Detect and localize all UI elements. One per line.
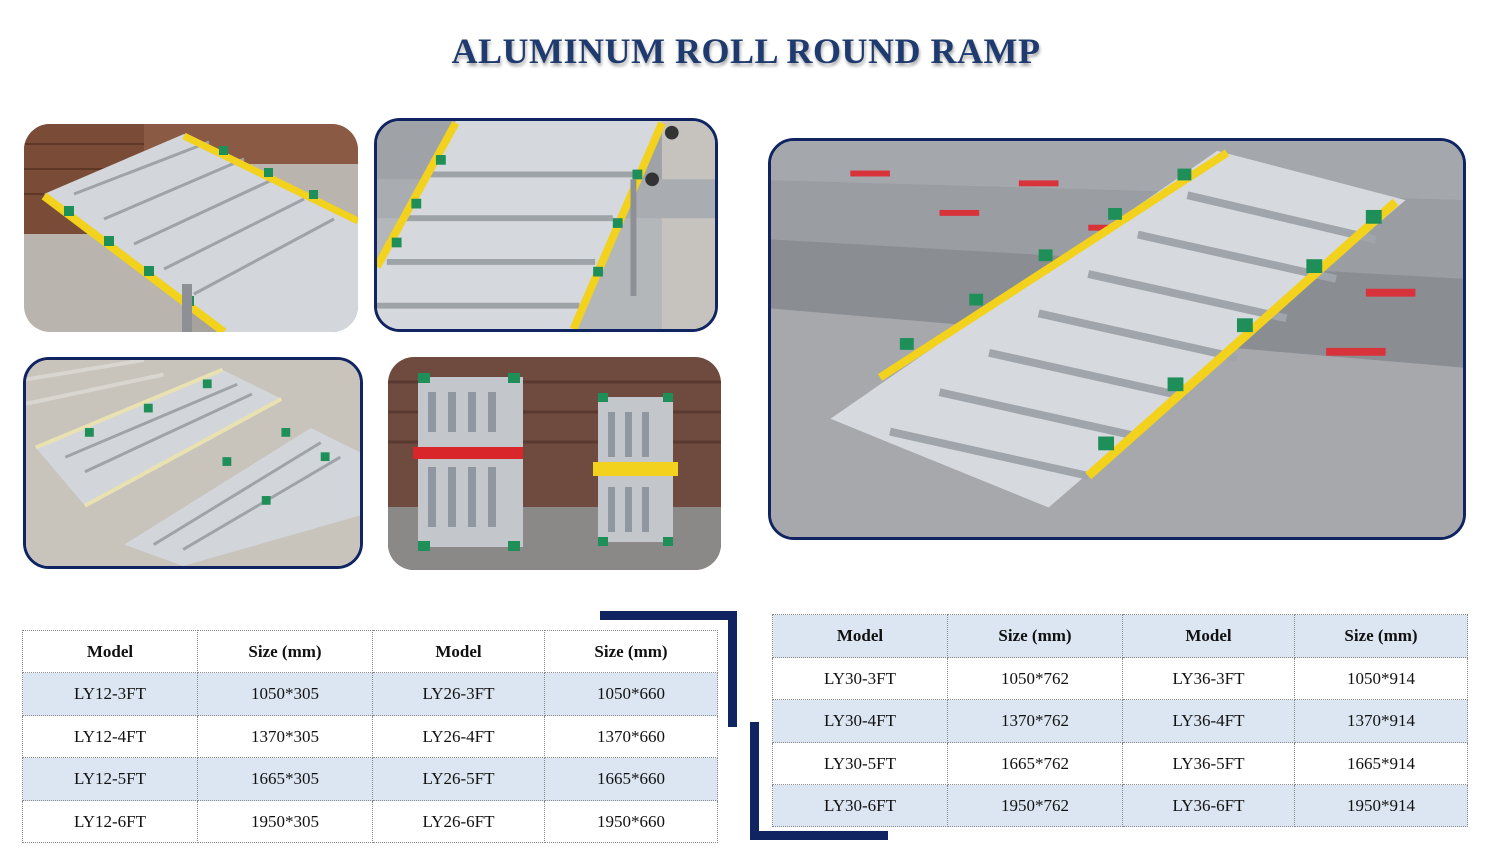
model-cell: LY26-6FT — [372, 800, 545, 843]
size-cell: 1370*762 — [947, 699, 1123, 743]
model-cell: LY12-3FT — [22, 672, 198, 716]
size-cell: 1050*762 — [947, 657, 1123, 700]
model-cell: LY26-3FT — [372, 672, 545, 716]
left-spec-table: Model Size (mm) Model Size (mm) LY12-3FT… — [22, 630, 718, 843]
size-cell: 1370*660 — [544, 715, 718, 758]
model-cell: LY12-6FT — [22, 800, 198, 843]
table-row: LY30-3FT 1050*762 LY36-3FT 1050*914 — [772, 657, 1468, 700]
column-header: Model — [1122, 614, 1295, 658]
model-cell: LY30-4FT — [772, 699, 948, 743]
table-row: LY30-6FT 1950*762 LY36-6FT 1950*914 — [772, 784, 1468, 827]
photo-multiple-ramps — [23, 357, 363, 569]
model-cell: LY36-6FT — [1122, 784, 1295, 827]
table-row: LY12-3FT 1050*305 LY26-3FT 1050*660 — [22, 672, 718, 716]
table-row: LY12-6FT 1950*305 LY26-6FT 1950*660 — [22, 800, 718, 843]
table-header-row: Model Size (mm) Model Size (mm) — [772, 614, 1468, 658]
model-cell: LY36-5FT — [1122, 742, 1295, 785]
size-cell: 1050*660 — [544, 672, 718, 716]
column-header: Size (mm) — [197, 630, 373, 673]
column-header: Size (mm) — [947, 614, 1123, 658]
table-row: LY12-4FT 1370*305 LY26-4FT 1370*660 — [22, 715, 718, 758]
size-cell: 1950*660 — [544, 800, 718, 843]
photo-ramp-on-steps — [374, 118, 718, 332]
page-title: ALUMINUM ROLL ROUND RAMP — [451, 31, 1041, 71]
size-cell: 1370*914 — [1294, 699, 1468, 743]
right-table-bracket-side — [750, 722, 759, 840]
model-cell: LY26-5FT — [372, 757, 545, 801]
table-row: LY30-4FT 1370*762 LY36-4FT 1370*914 — [772, 699, 1468, 743]
photo-rolled-ramps — [388, 357, 721, 570]
photo-ramp-large-steps — [768, 138, 1466, 540]
size-cell: 1950*914 — [1294, 784, 1468, 827]
model-cell: LY30-3FT — [772, 657, 948, 700]
column-header: Model — [22, 630, 198, 673]
size-cell: 1665*660 — [544, 757, 718, 801]
column-header: Model — [372, 630, 545, 673]
right-table-bracket-bottom — [750, 831, 888, 840]
model-cell: LY36-4FT — [1122, 699, 1295, 743]
model-cell: LY36-3FT — [1122, 657, 1295, 700]
size-cell: 1950*762 — [947, 784, 1123, 827]
column-header: Size (mm) — [1294, 614, 1468, 658]
size-cell: 1050*305 — [197, 672, 373, 716]
model-cell: LY30-6FT — [772, 784, 948, 827]
column-header: Model — [772, 614, 948, 658]
photo-ramp-on-deck — [24, 124, 358, 332]
size-cell: 1950*305 — [197, 800, 373, 843]
right-spec-table: Model Size (mm) Model Size (mm) LY30-3FT… — [772, 614, 1468, 827]
model-cell: LY26-4FT — [372, 715, 545, 758]
size-cell: 1370*305 — [197, 715, 373, 758]
left-table-bracket-side — [728, 611, 737, 727]
left-table-bracket-top — [600, 611, 737, 620]
model-cell: LY30-5FT — [772, 742, 948, 785]
table-header-row: Model Size (mm) Model Size (mm) — [22, 630, 718, 673]
table-row: LY30-5FT 1665*762 LY36-5FT 1665*914 — [772, 742, 1468, 785]
size-cell: 1665*305 — [197, 757, 373, 801]
size-cell: 1665*914 — [1294, 742, 1468, 785]
table-row: LY12-5FT 1665*305 LY26-5FT 1665*660 — [22, 757, 718, 801]
model-cell: LY12-4FT — [22, 715, 198, 758]
size-cell: 1665*762 — [947, 742, 1123, 785]
model-cell: LY12-5FT — [22, 757, 198, 801]
column-header: Size (mm) — [544, 630, 718, 673]
size-cell: 1050*914 — [1294, 657, 1468, 700]
